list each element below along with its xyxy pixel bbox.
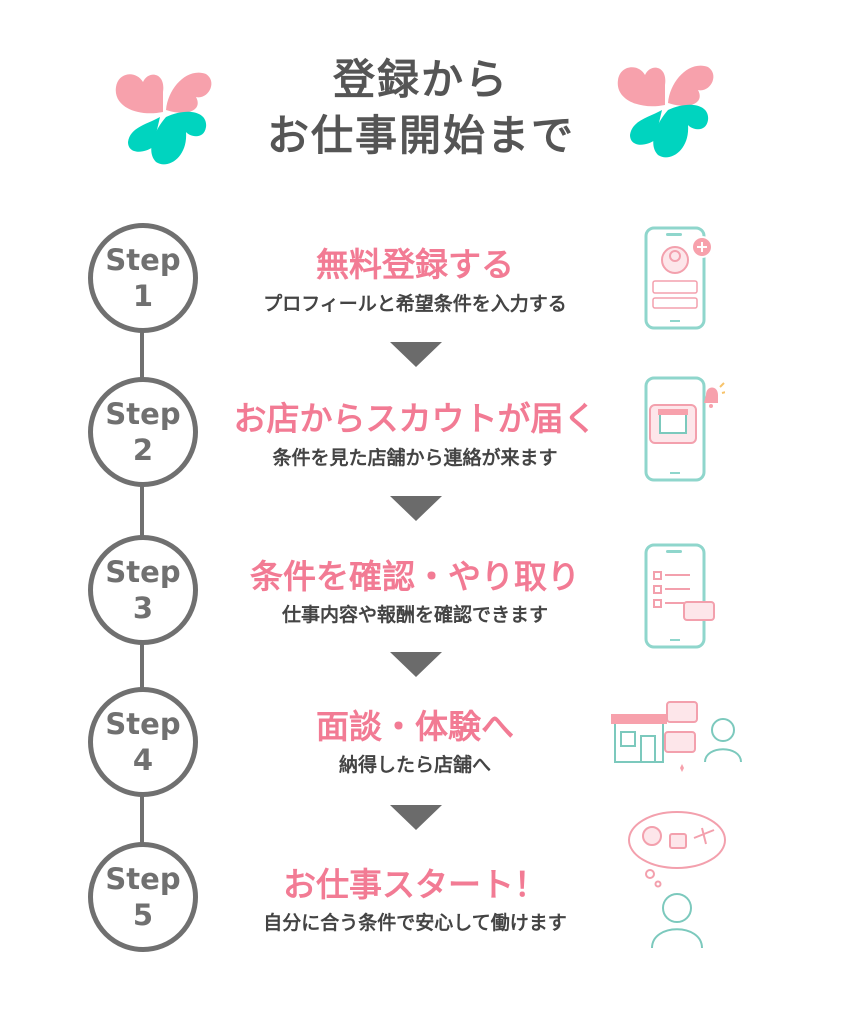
woman-thinking-icon (628, 811, 726, 949)
step-label: Step (105, 397, 181, 431)
step-title: お店からスカウトが届く (233, 399, 597, 438)
step-subtitle: 納得したら店舗へ (338, 754, 491, 776)
step-subtitle: プロフィールと希望条件を入力する (263, 293, 567, 315)
step-title: 無料登録する (316, 245, 514, 284)
flower-right-icon (617, 65, 714, 158)
step-badge-2: Step 2 (88, 377, 198, 487)
step-subtitle: 自分に合う条件で安心して働けます (263, 912, 567, 934)
step-label: Step (105, 707, 181, 741)
step-title: 面談・体験へ (316, 707, 514, 746)
step-number: 5 (132, 898, 154, 932)
step-number: 4 (132, 743, 154, 777)
title-line-1: 登録から (332, 55, 509, 104)
flower-left-icon (115, 72, 212, 165)
title-line-2: お仕事開始まで (266, 111, 575, 160)
step-number: 2 (132, 433, 154, 467)
step-subtitle: 仕事内容や報酬を確認できます (281, 604, 548, 626)
phone-profile-icon (644, 226, 713, 330)
step-number: 3 (132, 591, 154, 625)
down-arrow-icon (390, 496, 442, 521)
step-badge-4: Step 4 (88, 687, 198, 797)
step-label: Step (105, 243, 181, 277)
step-badge-1: Step 1 (88, 223, 198, 333)
step-number: 1 (132, 279, 154, 313)
down-arrow-icon (390, 805, 442, 830)
step-subtitle: 条件を見た店舗から連絡が来ます (272, 447, 558, 469)
phone-checklist-icon (644, 543, 715, 649)
step-badge-5: Step 5 (88, 842, 198, 952)
step-badge-3: Step 3 (88, 535, 198, 645)
down-arrow-icon (390, 342, 442, 367)
step-title: 条件を確認・やり取り (250, 557, 580, 596)
step-label: Step (105, 555, 181, 589)
down-arrow-icon (390, 652, 442, 677)
page-title: 登録から お仕事開始まで (200, 52, 642, 164)
shop-chat-woman-icon (611, 701, 742, 772)
phone-shop-notification-icon (644, 376, 725, 482)
step-label: Step (105, 862, 181, 896)
step-title: お仕事スタート！ (283, 865, 547, 904)
